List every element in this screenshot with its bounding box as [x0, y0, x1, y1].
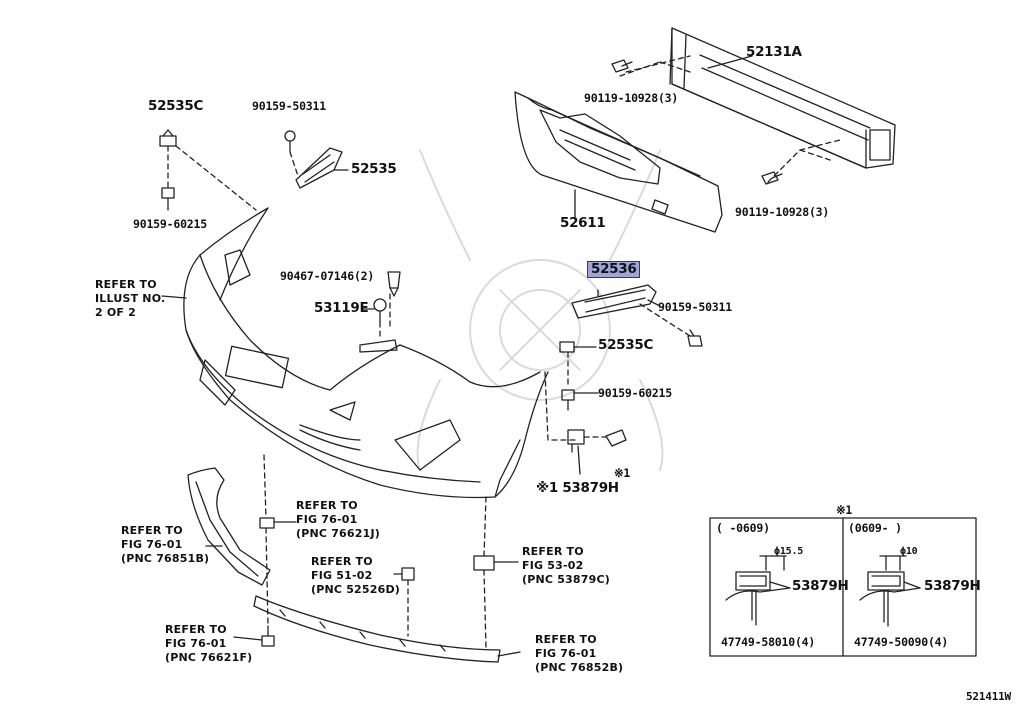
mark-note-1: ※1 — [614, 466, 631, 480]
bolt-90159-50311-right — [687, 329, 703, 347]
part-label-90159-60215-top[interactable]: 90159-60215 — [133, 217, 207, 231]
bumper-reinforcement-52131a — [669, 27, 896, 169]
bolt-90119-bottom — [761, 171, 783, 185]
bumper-cover — [183, 207, 549, 499]
clip-52535c-top — [159, 129, 177, 147]
dashed-leaders — [167, 145, 691, 649]
clip-mark1 — [605, 429, 627, 447]
part-label-90119-bottom[interactable]: 90119-10928(3) — [735, 205, 830, 219]
detail-right-sub[interactable]: 47749-50090(4) — [854, 635, 949, 649]
bracket-52536 — [571, 284, 657, 319]
clip-52535c-right — [559, 341, 575, 353]
part-label-52535c-top[interactable]: 52535C — [148, 98, 204, 114]
dashed-leaders-reinforcement — [619, 55, 841, 183]
spoiler-left — [187, 467, 271, 586]
detail-right-dim: ϕ10 — [900, 546, 918, 557]
detail-left-drawing — [725, 555, 791, 626]
part-label-90119-top[interactable]: 90119-10928(3) — [584, 91, 679, 105]
part-label-90159-60215-right[interactable]: 90159-60215 — [598, 386, 672, 400]
part-label-90159-50311-right[interactable]: 90159-50311 — [658, 300, 732, 314]
detail-right-part[interactable]: 53879H — [924, 578, 981, 594]
detail-box-frame — [709, 517, 977, 657]
clip-76621j — [259, 517, 275, 529]
detail-left-sub[interactable]: 47749-58010(4) — [721, 635, 816, 649]
bolt-76621f — [261, 625, 275, 647]
spoiler-front — [253, 595, 501, 663]
clip-53879h — [567, 429, 585, 453]
detail-box-title: ※1 — [836, 503, 853, 517]
clip-52526d — [401, 567, 415, 581]
leader-lines — [161, 55, 753, 657]
bolt-90159-60215-top — [161, 187, 175, 211]
screw-53119e — [373, 298, 387, 323]
detail-right-drawing — [859, 555, 921, 627]
part-label-52611[interactable]: 52611 — [560, 215, 606, 231]
detail-right-header: (0609- ) — [848, 521, 902, 535]
clip-53879c — [473, 555, 495, 571]
part-label-90467[interactable]: 90467-07146(2) — [280, 269, 375, 283]
part-label-52535c-right[interactable]: 52535C — [598, 337, 654, 353]
detail-left-header: ( -0609) — [716, 521, 770, 535]
part-label-52535[interactable]: 52535 — [351, 161, 397, 177]
bracket-52535 — [284, 130, 343, 189]
part-label-90159-50311-top[interactable]: 90159-50311 — [252, 99, 326, 113]
watermark-emblem — [416, 149, 664, 471]
detail-left-dim: ϕ15.5 — [774, 546, 804, 557]
bolt-90159-60215-right — [561, 389, 575, 411]
part-label-53119e[interactable]: 53119E — [314, 300, 369, 316]
diagram-id: 521411W — [966, 690, 1011, 703]
detail-left-part[interactable]: 53879H — [792, 578, 849, 594]
part-label-52131a[interactable]: 52131A — [746, 44, 802, 60]
energy-absorber-52611 — [514, 91, 723, 233]
part-label-53879h[interactable]: ※1 53879H — [536, 480, 619, 496]
part-label-52536-highlighted[interactable]: 52536 — [587, 261, 641, 278]
bolt-90119-top — [611, 59, 633, 73]
clip-90467 — [387, 271, 401, 297]
